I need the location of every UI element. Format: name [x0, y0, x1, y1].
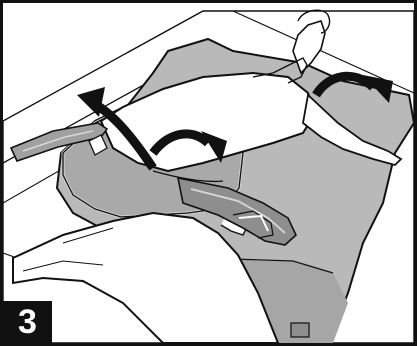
illustration: [3, 3, 414, 343]
step-number-badge: 3: [3, 301, 52, 343]
